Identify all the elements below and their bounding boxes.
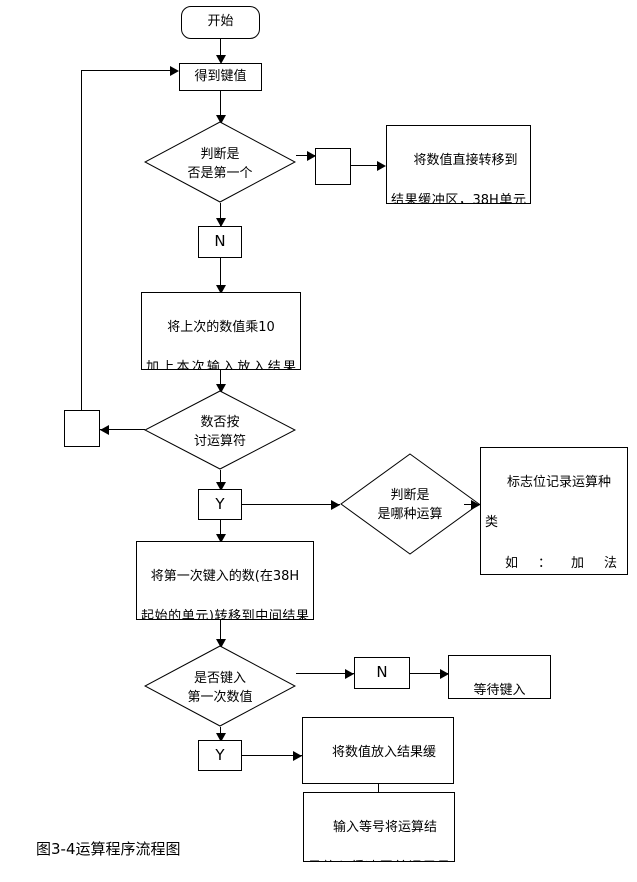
edge-putresult-to-equals [378, 784, 379, 792]
edge-multiply-to-isoperator [220, 370, 221, 392]
edge-issecond-to-nbox [296, 673, 354, 674]
node-put-result-label: 将数值放入结果缓 冲区 38H开始的三里 [307, 723, 449, 783]
node-equals-display[interactable]: 输入等号将运算结 果放入缓冲区并调用显 示程序显示结果 [303, 792, 455, 862]
arrowhead-ybox-second [216, 733, 226, 742]
node-move-direct[interactable]: 将数值直接转移到 结果缓冲区，38H单元 开始的四个单元里 [386, 125, 531, 204]
arrowhead-nbox-first [216, 218, 226, 227]
move-direct-line-2: 结果缓冲区，38H单元 [391, 193, 526, 204]
diamond-shape-is-first [144, 121, 296, 203]
node-n-box-first[interactable]: N [198, 226, 242, 258]
node-multiply-ten-label: 将上次的数值乘10 加上本次输入放入结果 缓冲区（38H单元开始） [146, 298, 296, 370]
multiply-line-1: 将上次的数值乘10 [167, 320, 275, 336]
arrowhead-issecond [216, 639, 226, 648]
edge-start-to-getkey [220, 39, 221, 58]
node-y-box-second[interactable]: Y [198, 740, 242, 771]
node-flag-record-label: 标志位记录运算种 类 如 ： 加 法 41H=#01H 减法 41H=#02H … [485, 453, 623, 574]
arrowhead-movedirect [377, 161, 386, 171]
arrowhead-isfirst [216, 115, 226, 124]
flag-line-3: 如 ： 加 法 [505, 555, 617, 571]
node-put-result[interactable]: 将数值放入结果缓 冲区 38H开始的三里 [302, 717, 454, 784]
node-which-op[interactable]: 判断是 是哪种运算 [340, 453, 480, 555]
edge-getkey-to-isfirst [220, 91, 221, 121]
node-get-key[interactable]: 得到键值 [179, 63, 262, 91]
multiply-line-2: 加上本次输入放入结果 [146, 360, 296, 370]
arrowhead-ybox-operator [216, 482, 226, 491]
arrowhead-waitinput [440, 669, 449, 679]
node-is-second-entered-label: 是否键入 第一次数值 [187, 670, 253, 706]
edge-ybox-to-whichop [242, 504, 340, 505]
node-is-operator-label: 数否按 讨运算符 [193, 414, 246, 450]
node-wait-input[interactable]: 等待键入 数值 [448, 655, 551, 699]
node-n-box-second[interactable]: N [354, 657, 410, 689]
node-move-first-num[interactable]: 将第一次键入的数(在38H 起始的单元)转移到中间结果 缓冲区自3CH开始的单元 [136, 541, 314, 620]
edge-movefirst-to-issecond [220, 620, 221, 647]
edge-isoperator-to-ybox [220, 470, 221, 489]
move-direct-line-1: 将数值直接转移到 [413, 153, 518, 169]
node-n-box-first-label: N [214, 232, 226, 251]
node-y-box-operator-label: Y [215, 494, 225, 513]
node-equals-display-label: 输入等号将运算结 果放入缓冲区并调用显 示程序显示结果 [308, 798, 450, 861]
node-get-key-label: 得到键值 [194, 68, 247, 84]
node-start[interactable]: 开始 [181, 6, 260, 39]
putresult-line-1: 将数值放入结果缓 [331, 745, 436, 761]
arrowhead-yesbox [307, 151, 316, 161]
node-is-first[interactable]: 判断是 否是第一个 [144, 121, 296, 203]
node-which-op-label: 判断是 是哪种运算 [377, 487, 443, 523]
movefirst-line-2: 起始的单元)转移到中间结果 [141, 609, 309, 620]
edge-isoperator-to-nobox [100, 429, 145, 430]
node-flag-record[interactable]: 标志位记录运算种 类 如 ： 加 法 41H=#01H 减法 41H=#02H … [480, 447, 628, 575]
node-is-second-entered[interactable]: 是否键入 第一次数值 [144, 645, 296, 727]
arrowhead-flagrecord [471, 500, 480, 510]
edge-isfirst-to-nbox [220, 203, 221, 227]
diamond-shape-is-operator [144, 390, 296, 470]
edge-yesbox-to-movedirect [351, 165, 384, 166]
arrowhead-whichop [331, 500, 340, 510]
node-n-box-second-label: N [376, 663, 388, 682]
edge-ybox-to-putresult [242, 755, 302, 756]
arrowhead-isoperator [216, 384, 226, 393]
node-first-yes-box[interactable] [315, 148, 351, 185]
node-wait-input-label: 等待键入 数值 [453, 661, 546, 699]
node-is-operator[interactable]: 数否按 讨运算符 [144, 390, 296, 470]
figure-caption: 图3-4运算程序流程图 [36, 840, 181, 858]
edge-feedback-horizontal [81, 70, 171, 71]
edge-ybox-to-movefirst [220, 520, 221, 542]
edge-isfirst-to-yesbox [296, 155, 315, 156]
node-is-first-label: 判断是 否是第一个 [187, 146, 253, 182]
arrowhead-feedback-getkey [170, 66, 179, 76]
arrowhead-putresult [293, 751, 302, 761]
node-y-box-operator[interactable]: Y [198, 489, 242, 520]
edge-nbox-to-waitinput [410, 673, 448, 674]
equals-line-1: 输入等号将运算结 [332, 820, 437, 836]
node-start-label: 开始 [207, 14, 234, 30]
flag-line-2: 类 [485, 515, 499, 531]
arrowhead-multiply [216, 285, 226, 294]
edge-feedback-vertical [81, 70, 82, 410]
node-y-box-second-label: Y [215, 745, 225, 764]
node-move-first-num-label: 将第一次键入的数(在38H 起始的单元)转移到中间结果 缓冲区自3CH开始的单元 [141, 547, 309, 620]
edge-nbox-to-multiply [220, 258, 221, 291]
equals-line-2: 果放入缓冲区并调用显 [308, 858, 450, 861]
arrowhead-getkey [216, 55, 226, 64]
arrowhead-nobox-operator [100, 425, 109, 435]
node-operator-no-box[interactable] [64, 410, 100, 447]
diamond-shape-is-second [144, 645, 296, 727]
flag-line-1: 标志位记录运算种 [506, 475, 611, 491]
node-move-direct-label: 将数值直接转移到 结果缓冲区，38H单元 开始的四个单元里 [391, 131, 526, 204]
arrowhead-nbox-second [345, 669, 354, 679]
node-multiply-ten[interactable]: 将上次的数值乘10 加上本次输入放入结果 缓冲区（38H单元开始） [141, 292, 301, 370]
movefirst-line-1: 将第一次键入的数(在38H [150, 569, 300, 585]
arrowhead-movefirst [216, 534, 226, 543]
diamond-shape-which-op [340, 453, 480, 555]
waitinput-line-1: 等待键入 [473, 683, 526, 699]
